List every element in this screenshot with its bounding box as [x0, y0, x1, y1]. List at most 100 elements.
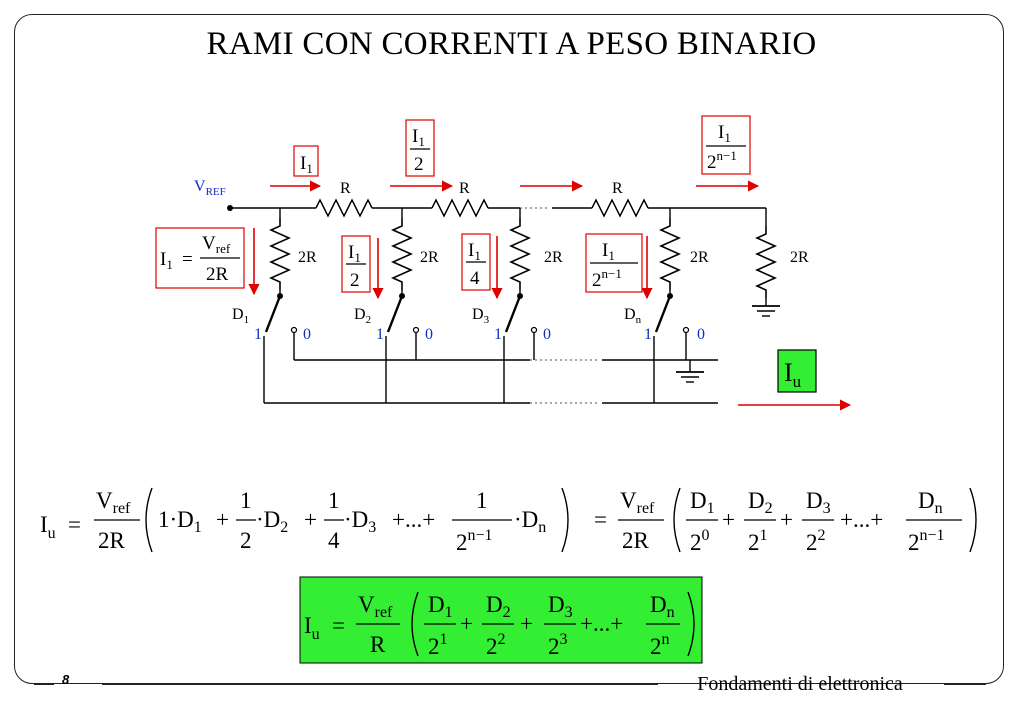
svg-text:21: 21 — [748, 527, 768, 555]
svg-text:D2: D2 — [748, 488, 773, 517]
footer-rule — [944, 684, 986, 685]
branch-current-n: I1 2n−1 — [590, 240, 638, 291]
switch-zero-label: 0 — [303, 326, 311, 343]
svg-text:+...+: +...+ — [392, 507, 435, 532]
svg-text:I1: I1 — [468, 240, 481, 263]
shunt-2r-label: 2R — [690, 249, 709, 266]
svg-text:·D3: ·D3 — [344, 507, 376, 536]
svg-text:·Dn: ·Dn — [514, 507, 546, 536]
svg-text:D1: D1 — [428, 592, 453, 621]
page-number: 8 — [62, 672, 70, 687]
svg-text:I1: I1 — [718, 122, 731, 145]
switch-zero-label: 0 — [697, 326, 705, 343]
svg-text:Vref: Vref — [358, 592, 393, 621]
svg-text:I1: I1 — [412, 126, 425, 149]
svg-text:+: + — [722, 507, 735, 532]
vref-label: VREF — [194, 178, 226, 198]
svg-text:I1: I1 — [348, 242, 361, 265]
svg-text:=: = — [68, 512, 81, 537]
svg-text:1: 1 — [476, 488, 488, 513]
series-resistor-2 — [431, 198, 489, 218]
digit-label: D1 — [232, 306, 249, 326]
svg-text:+...+: +...+ — [580, 611, 623, 636]
formula-result: Iu = Vref R D1 21 + D2 22 + D3 23 +...+ … — [304, 591, 695, 659]
shunt-resistor-1 — [270, 217, 290, 291]
svg-text:2R: 2R — [206, 264, 229, 285]
svg-text:·D2: ·D2 — [256, 507, 288, 536]
svg-text:1·D1: 1·D1 — [158, 507, 202, 536]
svg-text:Dn: Dn — [650, 592, 675, 621]
series-r-label: R — [612, 180, 623, 197]
branch-current-4: I1 4 — [466, 240, 486, 289]
shunt-2r-label: 2R — [420, 249, 439, 266]
i1-equation: I1 = Vref 2R — [160, 233, 240, 285]
course-name: Fondamenti di elettronica — [697, 673, 903, 695]
svg-text:Dn: Dn — [918, 488, 943, 517]
svg-text:+: + — [460, 611, 473, 636]
circuit-wiring — [230, 198, 767, 226]
svg-text:Iu: Iu — [304, 613, 320, 643]
digit-label: D2 — [354, 306, 371, 326]
shunt-resistor-3 — [510, 217, 530, 291]
svg-text:+: + — [216, 507, 229, 532]
shunt-resistor-n — [660, 217, 680, 291]
svg-text:D3: D3 — [548, 592, 573, 621]
footer-rule — [34, 684, 54, 685]
shunt-2r-label: 2R — [298, 249, 317, 266]
svg-text:Iu: Iu — [40, 512, 56, 542]
footer-rule — [102, 684, 658, 685]
output-current-box — [777, 349, 817, 393]
svg-text:Vref: Vref — [620, 488, 655, 517]
svg-text:2R: 2R — [98, 528, 126, 553]
switch-one-label: 1 — [376, 326, 384, 343]
shunt-2r-label: 2R — [790, 249, 809, 266]
svg-text:20: 20 — [690, 527, 710, 555]
svg-text:2n−1: 2n−1 — [456, 527, 493, 555]
vref-node — [227, 205, 233, 211]
svg-text:D1: D1 — [690, 488, 715, 517]
svg-text:2: 2 — [240, 528, 252, 553]
svg-text:4: 4 — [328, 528, 340, 553]
svg-text:+: + — [304, 507, 317, 532]
series-resistor-1 — [315, 198, 373, 218]
current-half-label: I1 2 — [410, 126, 430, 175]
switch-one-label: 1 — [494, 326, 502, 343]
branch-current-2: I1 2 — [346, 242, 366, 291]
svg-text:+...+: +...+ — [840, 507, 883, 532]
current-i1-label: I1 — [300, 153, 313, 176]
formula-full: Iu = Vref 2R 1·D1 + 1 2 ·D2 + 1 4 ·D3 +.… — [40, 487, 977, 555]
slide-title: RAMI CON CORRENTI A PESO BINARIO — [206, 26, 817, 62]
digit-label: D3 — [472, 306, 490, 326]
switch-one-label: 1 — [254, 326, 262, 343]
switch-zero-label: 0 — [425, 326, 433, 343]
svg-text:22: 22 — [486, 631, 506, 659]
svg-text:23: 23 — [548, 631, 568, 659]
svg-text:2n−1: 2n−1 — [592, 266, 622, 291]
svg-text:+: + — [520, 611, 533, 636]
svg-text:21: 21 — [428, 631, 448, 659]
svg-text:2n: 2n — [650, 631, 670, 659]
digit-label: Dn — [624, 306, 642, 326]
svg-text:I1: I1 — [160, 249, 173, 272]
shunt-resistor-2 — [392, 217, 412, 291]
series-resistor-n — [591, 198, 649, 218]
svg-text:I1: I1 — [602, 240, 615, 263]
svg-text:D2: D2 — [486, 592, 511, 621]
svg-text:1: 1 — [240, 488, 252, 513]
shunt-resistor-last — [756, 225, 776, 299]
svg-text:1: 1 — [328, 488, 340, 513]
series-r-label: R — [459, 180, 470, 197]
shunt-2r-label: 2R — [544, 249, 563, 266]
svg-text:=: = — [182, 249, 193, 270]
svg-text:Vref: Vref — [202, 233, 231, 256]
series-r-label: R — [340, 180, 351, 197]
svg-text:Vref: Vref — [96, 488, 131, 517]
svg-text:=: = — [594, 507, 607, 532]
result-formula-box — [299, 576, 703, 664]
svg-text:2n−1: 2n−1 — [707, 148, 737, 173]
svg-text:D3: D3 — [806, 488, 831, 517]
svg-text:2n−1: 2n−1 — [908, 527, 945, 555]
slide-frame — [14, 14, 1004, 684]
svg-text:=: = — [332, 613, 345, 638]
